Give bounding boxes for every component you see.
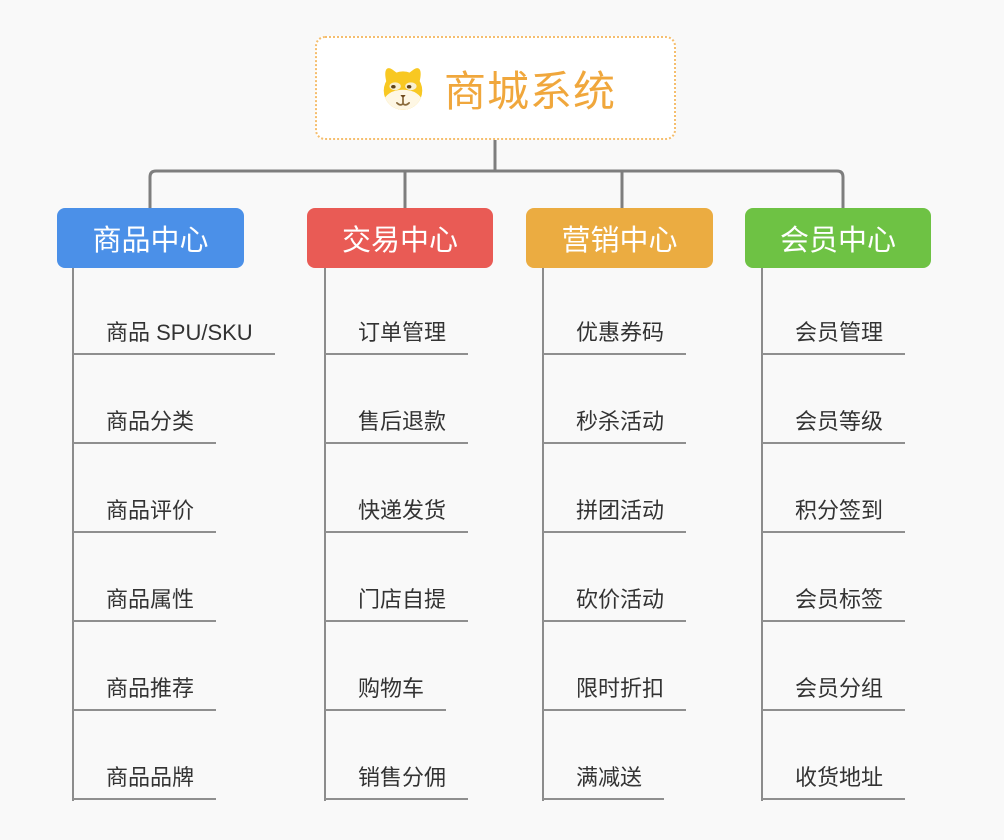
leaf-node[interactable]: 售后退款 [325, 401, 469, 444]
leaf-node[interactable]: 收货地址 [762, 757, 906, 800]
leaf-node[interactable]: 商品 SPU/SKU [73, 312, 275, 355]
leaf-node[interactable]: 商品分类 [73, 401, 217, 444]
leaf-node[interactable]: 砍价活动 [543, 579, 687, 622]
leaf-node[interactable]: 快递发货 [325, 490, 469, 533]
leaf-node[interactable]: 商品推荐 [73, 668, 217, 711]
branch-node-member-center[interactable]: 会员中心 [745, 208, 931, 268]
root-node[interactable]: 商城系统 [315, 36, 676, 140]
branch-children-line [324, 268, 326, 801]
leaf-node[interactable]: 满减送 [543, 757, 665, 800]
branch-node-trade-center[interactable]: 交易中心 [307, 208, 493, 268]
leaf-node[interactable]: 会员管理 [762, 312, 906, 355]
branch-children-line [542, 268, 544, 801]
leaf-node[interactable]: 会员等级 [762, 401, 906, 444]
leaf-node[interactable]: 购物车 [325, 668, 447, 711]
leaf-node[interactable]: 商品评价 [73, 490, 217, 533]
leaf-node[interactable]: 限时折扣 [543, 668, 687, 711]
leaf-node[interactable]: 门店自提 [325, 579, 469, 622]
branch-node-marketing-center[interactable]: 营销中心 [526, 208, 713, 268]
branch-node-product-center[interactable]: 商品中心 [57, 208, 244, 268]
leaf-node[interactable]: 商品品牌 [73, 757, 217, 800]
leaf-node[interactable]: 销售分佣 [325, 757, 469, 800]
leaf-node[interactable]: 秒杀活动 [543, 401, 687, 444]
leaf-node[interactable]: 订单管理 [325, 312, 469, 355]
leaf-node[interactable]: 优惠券码 [543, 312, 687, 355]
leaf-node[interactable]: 会员分组 [762, 668, 906, 711]
leaf-node[interactable]: 商品属性 [73, 579, 217, 622]
branch-children-line [761, 268, 763, 801]
dog-face-icon [383, 68, 423, 110]
root-title: 商城系统 [443, 67, 616, 115]
branch-children-line [72, 268, 74, 801]
leaf-node[interactable]: 拼团活动 [543, 490, 687, 533]
leaf-node[interactable]: 会员标签 [762, 579, 906, 622]
leaf-node[interactable]: 积分签到 [762, 490, 906, 533]
